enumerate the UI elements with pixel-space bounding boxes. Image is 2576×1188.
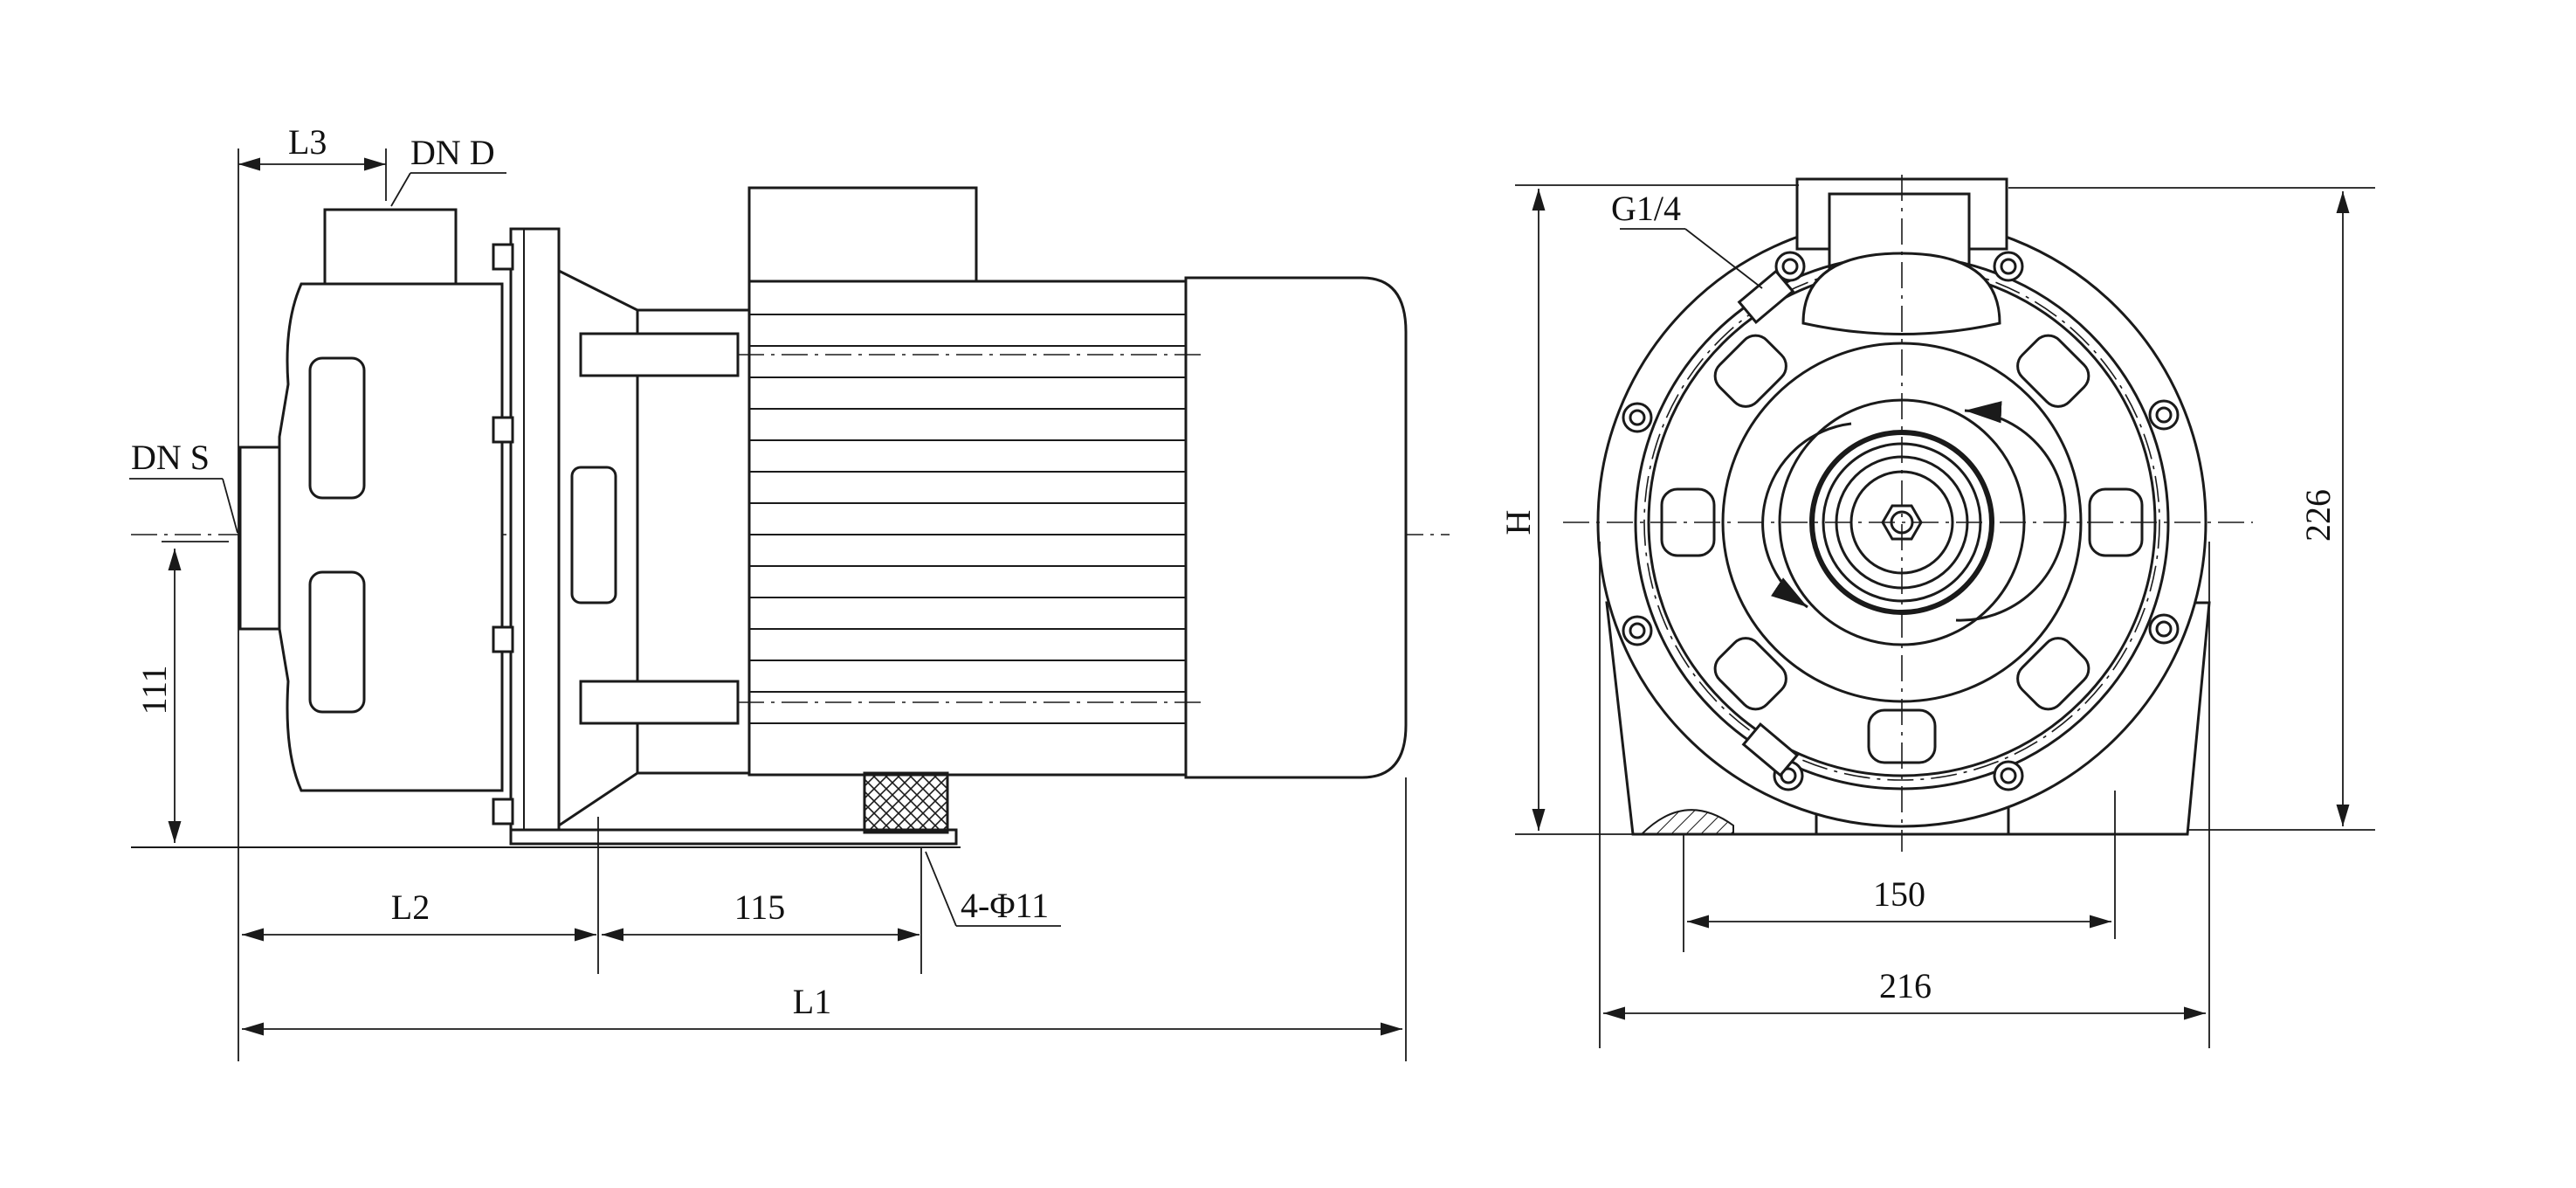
flange xyxy=(509,227,561,840)
front-window xyxy=(1713,334,1787,408)
front-window xyxy=(1713,637,1787,711)
label-115: 115 xyxy=(734,888,786,927)
label-h: H xyxy=(1498,510,1538,535)
label-bolt-holes: 4-Φ11 xyxy=(961,886,1049,925)
label-l3: L3 xyxy=(288,122,327,162)
casing-window-lower xyxy=(308,570,366,714)
label-g14: G1/4 xyxy=(1611,189,1681,228)
front-windows xyxy=(1660,334,2144,764)
front-window xyxy=(2016,637,2090,711)
front-view xyxy=(1563,175,2253,852)
label-150: 150 xyxy=(1873,874,1925,914)
front-bolt xyxy=(2148,399,2180,431)
pump-casing xyxy=(278,282,504,792)
label-226: 226 xyxy=(2298,489,2338,542)
label-111: 111 xyxy=(134,665,174,715)
front-base-hatch xyxy=(1639,809,1734,835)
base-foot xyxy=(509,828,958,846)
label-dn-d: DN D xyxy=(410,133,495,172)
terminal-box xyxy=(747,186,978,287)
front-bolt xyxy=(2148,613,2180,645)
foot-pad xyxy=(863,771,949,834)
casing-window-upper xyxy=(308,356,366,500)
g14-plug-upper xyxy=(1737,269,1795,324)
discharge-outlet xyxy=(323,208,458,286)
label-l1: L1 xyxy=(793,982,831,1021)
front-bolt xyxy=(1993,760,2024,791)
rotation-arrow-left xyxy=(1761,422,1852,609)
label-l2: L2 xyxy=(391,888,430,927)
motor-fins xyxy=(749,314,1186,724)
tie-bolt-upper xyxy=(579,332,740,377)
side-view xyxy=(131,186,1450,848)
front-dome xyxy=(1801,252,2001,335)
front-bolt xyxy=(1622,402,1653,433)
rotation-arrow-right xyxy=(1955,401,2067,622)
tie-bolt-lower xyxy=(579,680,740,725)
g14-plug-lower xyxy=(1741,722,1800,777)
bracket-window xyxy=(570,466,617,604)
front-bolt xyxy=(1774,251,1806,282)
front-view-dimensions: H 226 G1/4 150 216 xyxy=(1498,184,2375,1048)
flange-bolts xyxy=(492,243,514,825)
side-view-dimensions: L3 DN D DN S 111 L2 115 4-Φ11 L1 xyxy=(129,122,1407,1061)
front-bolt xyxy=(1622,615,1653,646)
label-216: 216 xyxy=(1879,966,1932,1005)
front-window xyxy=(2016,334,2090,408)
front-bolts xyxy=(1622,251,2180,791)
label-dn-s: DN S xyxy=(131,438,210,477)
fan-cover xyxy=(1184,276,1408,779)
suction-inlet xyxy=(238,446,281,631)
front-bolt xyxy=(1993,251,2024,282)
